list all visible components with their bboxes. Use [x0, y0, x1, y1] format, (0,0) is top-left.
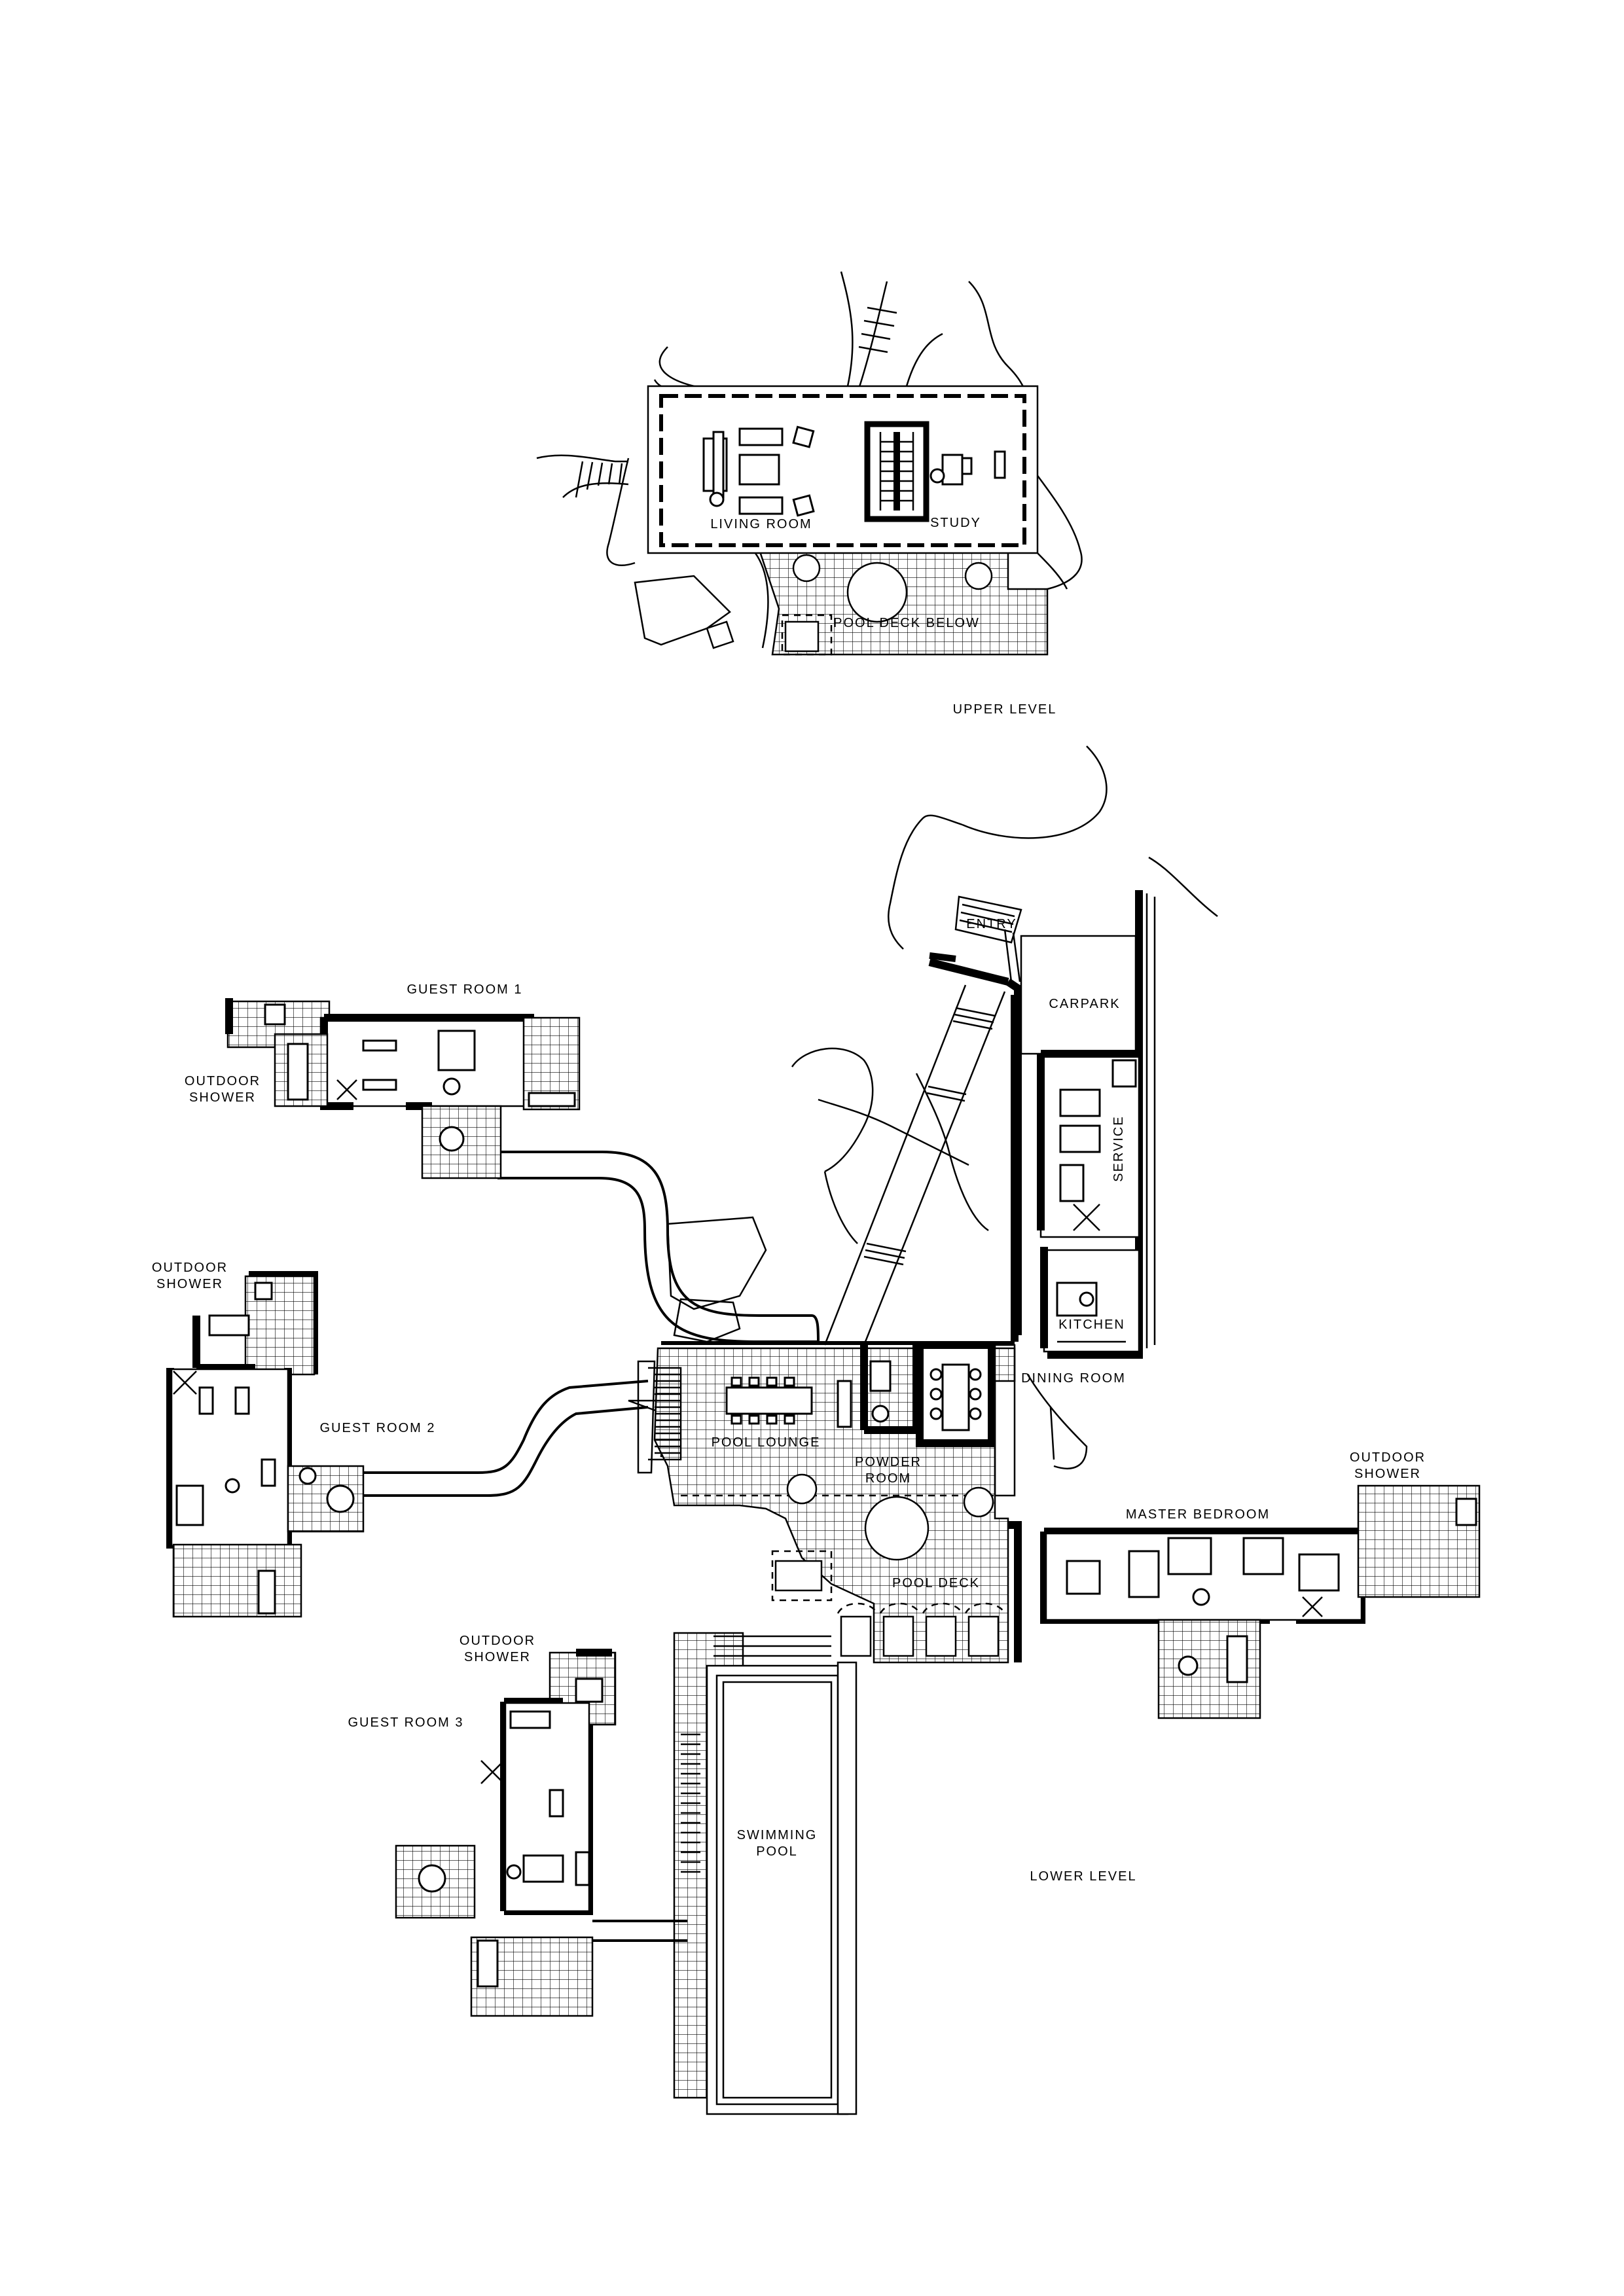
lower-level-plan	[166, 745, 1481, 2115]
outdoor-shower-1-label-line2: SHOWER	[189, 1090, 256, 1105]
study-label: STUDY	[930, 516, 981, 530]
pool-deck-label: POOL DECK	[892, 1576, 980, 1590]
guest-room-3-label: GUEST ROOM 3	[348, 1715, 464, 1730]
guest-room-2-label: GUEST ROOM 2	[320, 1421, 436, 1435]
master-bedroom-label: MASTER BEDROOM	[1126, 1507, 1270, 1522]
outdoor-shower-2-label-line2: SHOWER	[156, 1277, 223, 1291]
outdoor-shower-2-label-line1: OUTDOOR	[152, 1261, 228, 1275]
service-label: SERVICE	[1111, 1115, 1126, 1181]
swimming-pool-label-line1: SWIMMING	[737, 1828, 818, 1842]
entry-label: ENTRY	[966, 917, 1017, 931]
swimming-pool-label-line2: POOL	[756, 1844, 798, 1859]
powder-room-label-line2: ROOM	[865, 1471, 911, 1486]
outdoor-shower-1-label-line1: OUTDOOR	[185, 1074, 261, 1088]
dining-room-label: DINING ROOM	[1021, 1371, 1126, 1386]
carpark-label: CARPARK	[1049, 997, 1120, 1011]
powder-room-label-line1: POWDER	[855, 1455, 922, 1469]
outdoor-shower-3-label-line1: OUTDOOR	[460, 1634, 535, 1648]
guest-room-1-label: GUEST ROOM 1	[407, 982, 523, 997]
pool-lounge-label: POOL LOUNGE	[712, 1435, 821, 1450]
outdoor-shower-4-label-line2: SHOWER	[1354, 1467, 1421, 1481]
kitchen-label: KITCHEN	[1058, 1318, 1125, 1332]
upper-level-plan	[536, 271, 1083, 656]
pool-deck-below-label: POOL DECK BELOW	[833, 616, 980, 630]
lower-level-label: LOWER LEVEL	[1030, 1869, 1136, 1884]
outdoor-shower-4-label-line1: OUTDOOR	[1350, 1450, 1426, 1465]
upper-level-label: UPPER LEVEL	[953, 702, 1057, 717]
living-room-label: LIVING ROOM	[710, 517, 812, 531]
outdoor-shower-3-label-line2: SHOWER	[464, 1650, 531, 1664]
